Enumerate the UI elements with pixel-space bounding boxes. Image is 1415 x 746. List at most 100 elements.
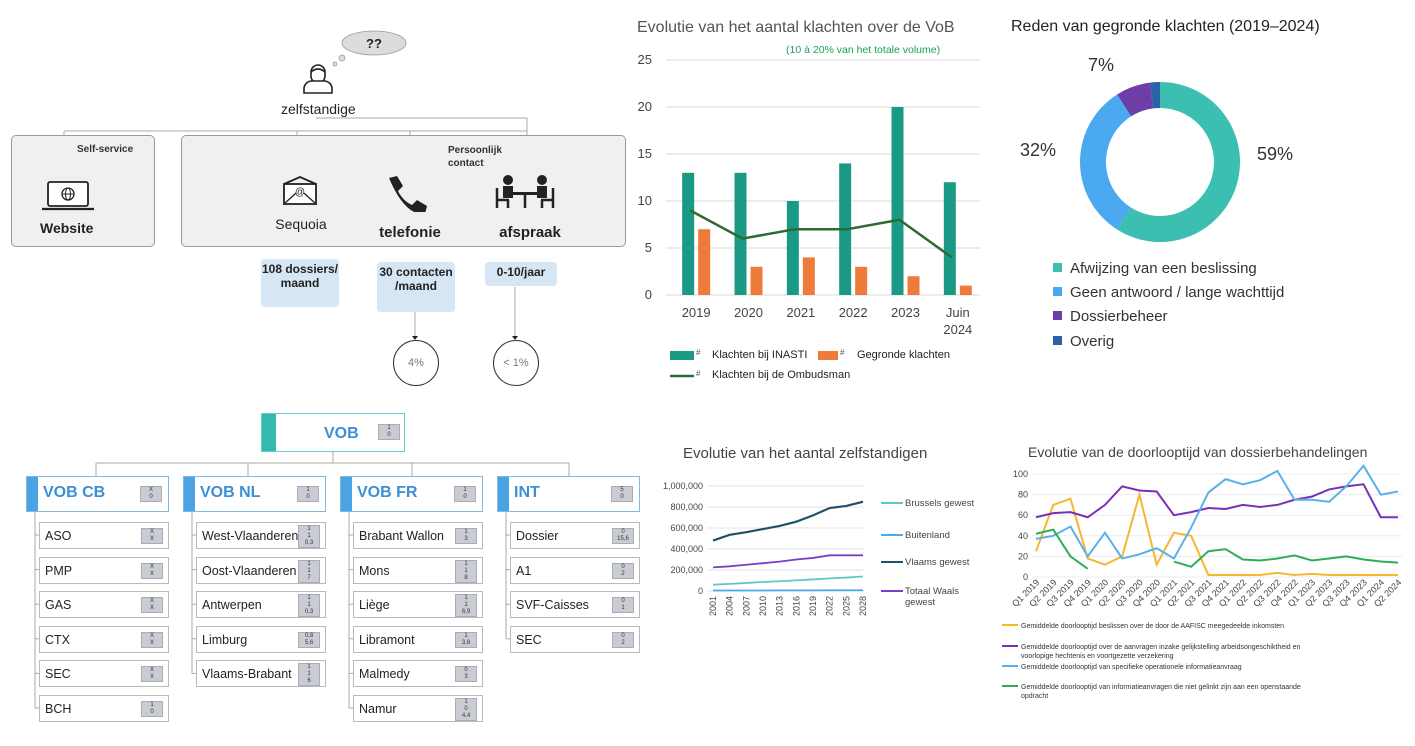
org-connectors: [34, 452, 570, 709]
bar-gegrond: [959, 285, 972, 295]
y-tick-label: 25: [638, 52, 652, 67]
stat-sequoia: 108 dossiers/ maand: [261, 259, 339, 307]
legend-label: Gemiddelde doorlooptijd over de aanvrage…: [1021, 644, 1301, 651]
legend-swatch-gegrond: [818, 351, 838, 360]
donut-label-59: 59%: [1257, 144, 1294, 164]
y-tick-label: 40: [1018, 531, 1028, 541]
legend-label: gewest: [905, 597, 935, 608]
org-item-label: PMP: [45, 563, 73, 578]
x-tick-label: 2019: [682, 305, 711, 320]
person-icon: [303, 64, 333, 94]
y-tick-label: 0: [645, 287, 652, 302]
y-tick-label: 200,000: [670, 565, 703, 575]
series-line: [1035, 464, 1399, 560]
y-tick-label: 100: [1013, 469, 1028, 479]
series-line: [1173, 548, 1399, 568]
y-tick-label: 80: [1018, 490, 1028, 500]
y-tick-label: 20: [1018, 551, 1028, 561]
legend-inasti: Klachten bij INASTI: [712, 349, 808, 361]
bar-inasti: [786, 201, 799, 295]
legend-prefix-3: #: [696, 369, 701, 378]
x-tick-label: Juin: [946, 305, 970, 320]
org-item-label: SEC: [45, 667, 71, 682]
bar-inasti: [682, 172, 695, 295]
org-head-label: VOB FR: [357, 484, 418, 501]
org-item-label: Malmedy: [359, 667, 410, 682]
channel-afspraak-label: afspraak: [499, 224, 561, 241]
self-service-label: Self-service: [77, 144, 134, 155]
person-label: zelfstandige: [281, 101, 356, 117]
legend-label: Gemiddelde doorlooptijd van informatiean…: [1021, 684, 1301, 691]
donut-slice: [1149, 82, 1160, 109]
share-afspraak: < 1%: [493, 340, 539, 386]
bar-inasti: [734, 172, 747, 295]
thought-bubble: [332, 30, 407, 67]
x-tick-label: 2020: [734, 305, 763, 320]
org-item-label: Mons: [359, 563, 390, 578]
org-item-label: West-Vlaanderen: [202, 529, 299, 543]
bar-gegrond: [802, 257, 815, 295]
series-line: [712, 554, 863, 569]
org-item-label: Liège: [359, 598, 390, 613]
x-tick-label: 2021: [786, 305, 815, 320]
y-tick-label: 800,000: [670, 502, 703, 512]
complaints-legend-swatches: [670, 351, 694, 378]
bar-inasti: [943, 182, 956, 295]
x-tick-label: 2024: [943, 322, 972, 337]
series-line: [712, 575, 864, 586]
org-item-label: Namur: [359, 702, 397, 716]
legend-swatch: [1053, 287, 1062, 296]
donut-label-7: 7%: [1088, 55, 1115, 75]
donut-title: Reden van gegronde klachten (2019–2024): [1011, 18, 1320, 35]
x-tick-label: 2007: [741, 596, 751, 616]
x-tick-label: 2022: [839, 305, 868, 320]
org-head-label: INT: [514, 484, 540, 501]
y-tick-label: 5: [645, 240, 652, 255]
legend-label: voorlopige hechtenis en voortgezette ver…: [1021, 653, 1174, 660]
org-root-label: VOB: [324, 425, 359, 442]
legend-label: Vlaams gewest: [905, 557, 970, 568]
lead-time-title: Evolutie van de doorlooptijd van dossier…: [1028, 444, 1368, 460]
donut-slice: [1080, 94, 1132, 230]
org-item-label: BCH: [45, 702, 72, 716]
